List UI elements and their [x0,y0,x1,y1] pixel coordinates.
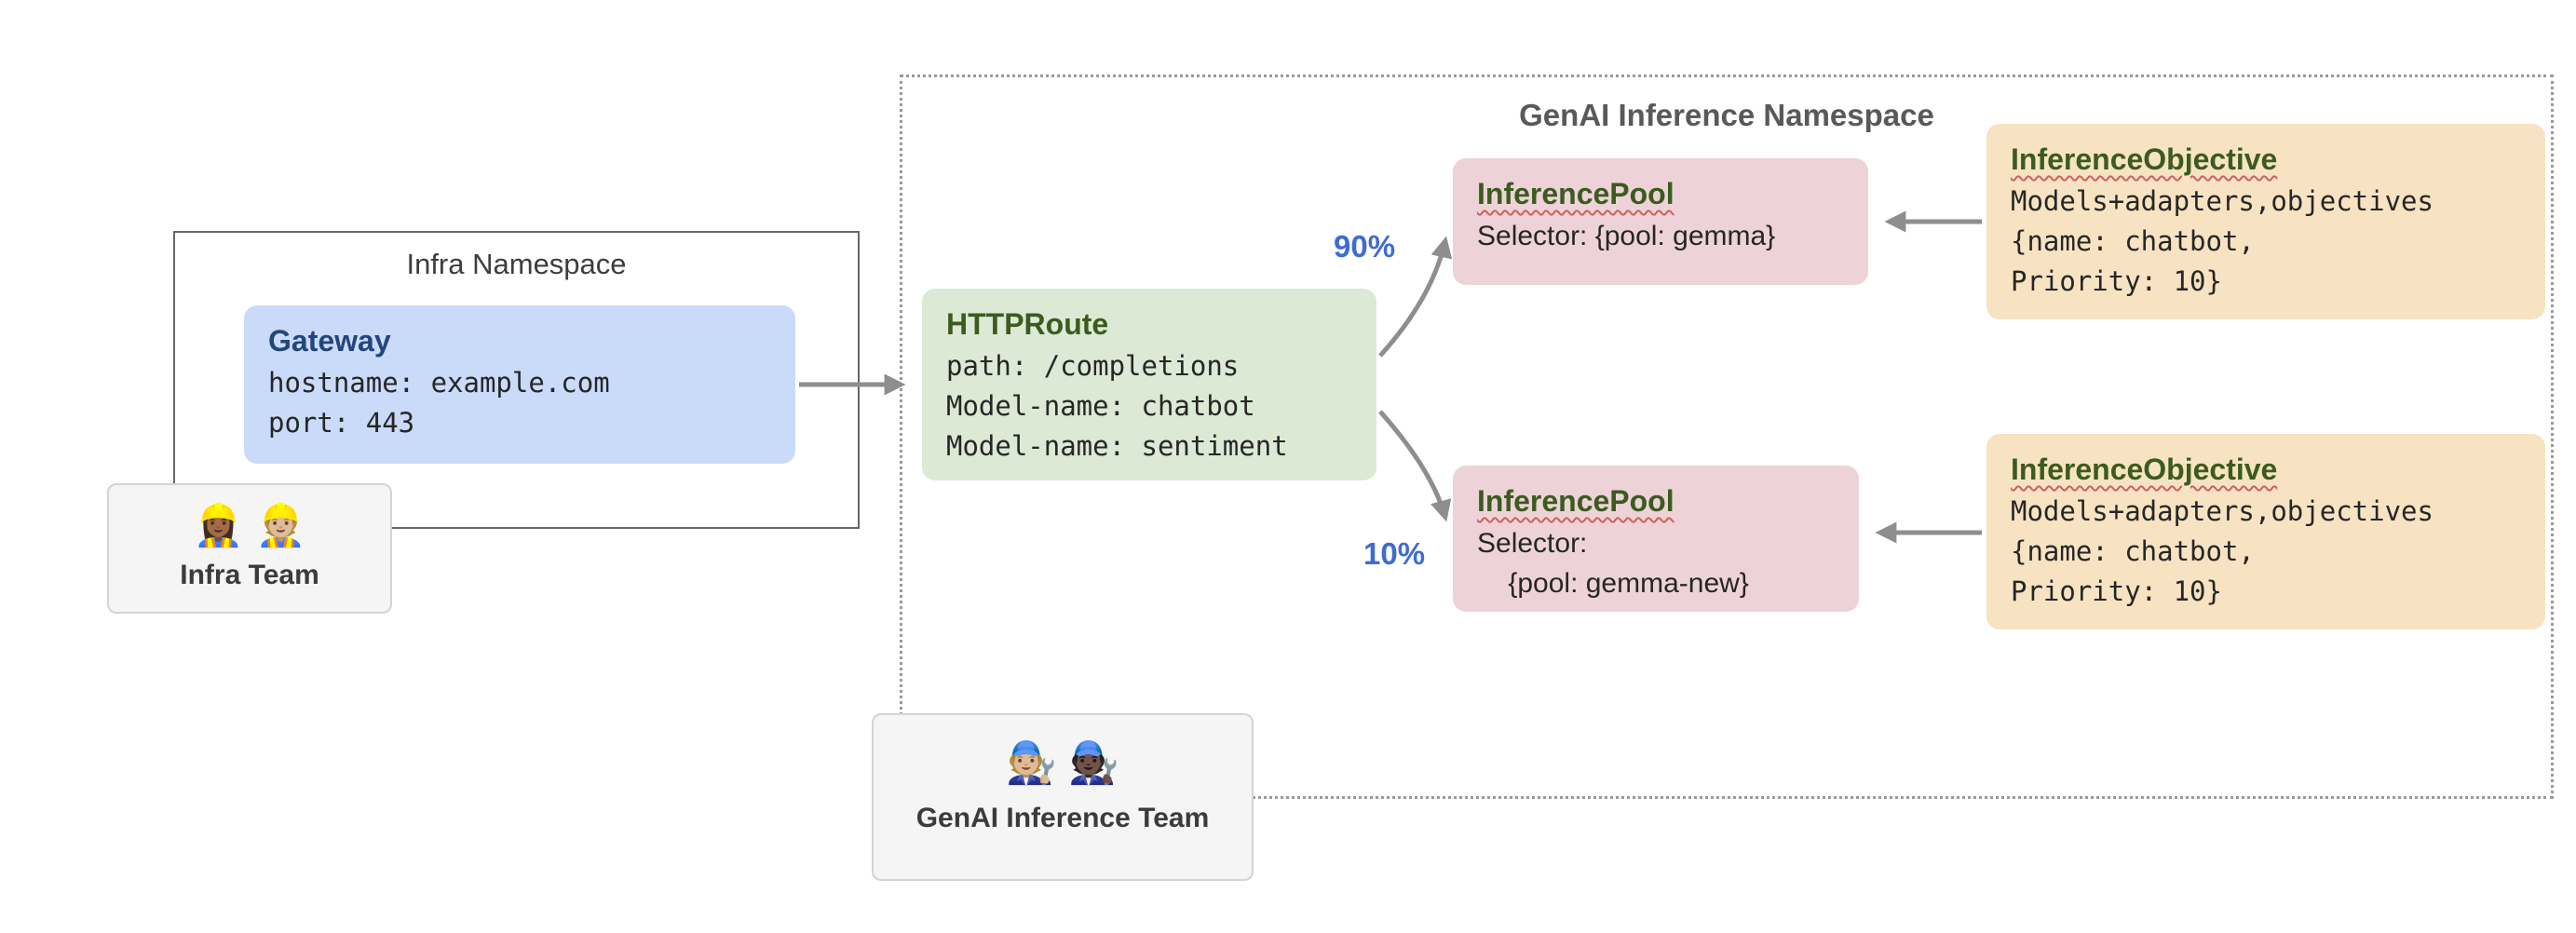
inferencepool-gemma-new-selector-value: {pool: gemma-new} [1477,568,1749,599]
inferencepool-gemma-node: InferencePool Selector: {pool: gemma} [1453,158,1868,285]
inferenceobjective-bottom-line-name: {name: chatbot, [2011,535,2255,567]
construction-workers-icon: 👷🏾‍♀️ 👷🏼 [193,503,306,548]
inferenceobjective-top-line-priority: Priority: 10} [2011,265,2222,297]
httproute-path: path: /completions [946,350,1240,382]
inferenceobjective-top-node: InferenceObjective Models+adapters,objec… [1986,124,2545,319]
infra-namespace-title: Infra Namespace [406,248,627,280]
inferenceobjective-bottom-title: InferenceObjective [2011,453,2278,486]
genai-inference-team-card: 🧑🏼‍🔧 🧑🏿‍🔧 GenAI Inference Team [872,713,1254,881]
infra-namespace-box: Infra Namespace [173,231,860,529]
genai-inference-team-label: GenAI Inference Team [915,803,1210,833]
infra-team-label: Infra Team [180,560,319,590]
gateway-title: Gateway [268,324,391,358]
genai-inference-namespace-title: GenAI Inference Namespace [1519,98,1934,132]
inferencepool-gemma-new-node: InferencePool Selector: {pool: gemma-new… [1453,466,1859,612]
httproute-model-chatbot: Model-name: chatbot [946,390,1255,422]
inferenceobjective-top-line-models: Models+adapters,objectives [2011,185,2434,217]
genai-inference-namespace-box: GenAI Inference Namespace [900,74,2554,799]
inferenceobjective-top-line-name: {name: chatbot, [2011,225,2255,257]
inferenceobjective-bottom-line-models: Models+adapters,objectives [2011,495,2434,527]
httproute-model-sentiment: Model-name: sentiment [946,430,1288,462]
infra-team-card: 👷🏾‍♀️ 👷🏼 Infra Team [107,483,392,614]
traffic-weight-90: 90% [1334,229,1396,264]
inferencepool-gemma-new-selector: Selector: [1477,528,1588,559]
inferencepool-gemma-title: InferencePool [1477,177,1674,210]
gateway-port: port: 443 [268,407,415,439]
traffic-weight-10: 10% [1363,536,1426,571]
gateway-node: Gateway hostname: example.com port: 443 [244,305,795,464]
inferenceobjective-bottom-line-priority: Priority: 10} [2011,575,2222,607]
mechanics-icon: 🧑🏼‍🔧 🧑🏿‍🔧 [1006,740,1119,786]
httproute-node: HTTPRoute path: /completions Model-name:… [922,289,1376,480]
gateway-hostname: hostname: example.com [268,367,610,399]
inferencepool-gemma-selector: Selector: {pool: gemma} [1477,221,1776,251]
httproute-title: HTTPRoute [946,307,1109,341]
inferencepool-gemma-new-title: InferencePool [1477,484,1674,518]
inferenceobjective-bottom-node: InferenceObjective Models+adapters,objec… [1986,434,2545,629]
inferenceobjective-top-title: InferenceObjective [2011,142,2278,176]
